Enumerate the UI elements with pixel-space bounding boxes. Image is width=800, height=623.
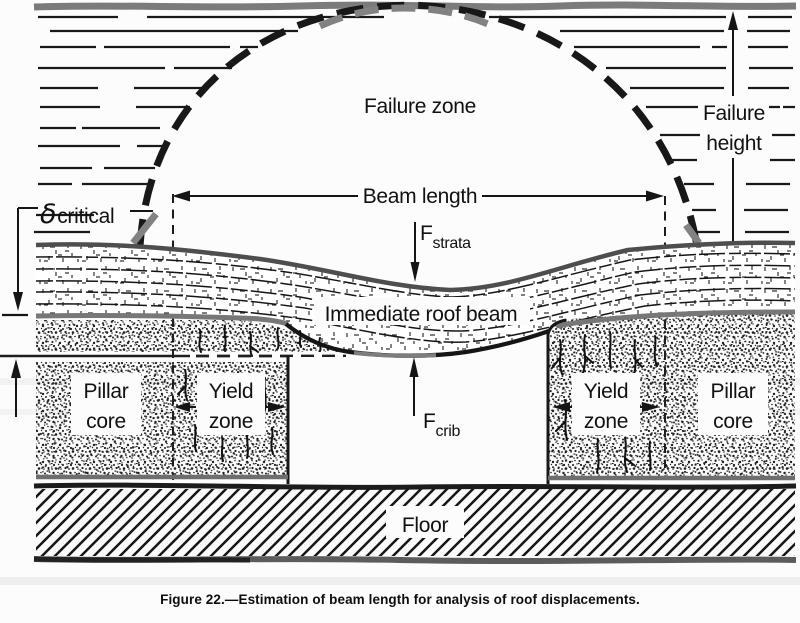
beam-length-label: Beam length (363, 185, 478, 208)
right-yield-zone-label-line2: zone (584, 410, 628, 433)
delta-word: critical (57, 205, 114, 228)
f-strata-label: Fstrata (420, 222, 471, 252)
left-yield-zone-label-line1: Yield (209, 380, 253, 403)
f-crib-sub: crib (436, 423, 461, 440)
strata-force-arrow (410, 222, 420, 282)
upper-strata-lines (34, 15, 795, 234)
left-pillar-core-label-line2: core (86, 410, 126, 433)
delta-symbol: δ (40, 199, 56, 230)
right-pillar-core-label-line1: Pillar (711, 380, 756, 403)
roof-beam-bottom-edges (35, 309, 796, 359)
entry-opening (288, 357, 548, 484)
f-crib-base: F (423, 410, 436, 433)
immediate-roof-beam-label: Immediate roof beam (325, 303, 518, 326)
right-pillar-core-label-line2: core (713, 410, 753, 433)
failure-height-label-line1: Failure (703, 102, 765, 125)
delta-critical-dimension (2, 207, 153, 417)
right-yield-zone-cracks (551, 331, 658, 473)
figure-caption: Figure 22.—Estimation of beam length for… (160, 592, 640, 607)
delta-critical-label: δcritical (40, 199, 114, 230)
entry-walls (286, 318, 567, 484)
f-strata-base: F (420, 222, 433, 245)
left-pillar-core-label-line1: Pillar (84, 380, 129, 403)
f-crib-label: Fcrib (423, 410, 461, 440)
failure-zone-label: Failure zone (364, 95, 476, 118)
beam-length-dimension (172, 190, 664, 202)
floor-label: Floor (402, 514, 449, 537)
failure-height-label-line2: height (706, 132, 762, 155)
f-strata-sub: strata (433, 235, 472, 252)
left-yield-zone-arrows (174, 402, 286, 412)
label-patches (71, 297, 768, 538)
right-yield-zone-label-line1: Yield (584, 380, 628, 403)
crib-force-arrow (409, 357, 419, 416)
left-yield-zone-label-line2: zone (209, 410, 253, 433)
failure-arc (130, 1, 702, 247)
